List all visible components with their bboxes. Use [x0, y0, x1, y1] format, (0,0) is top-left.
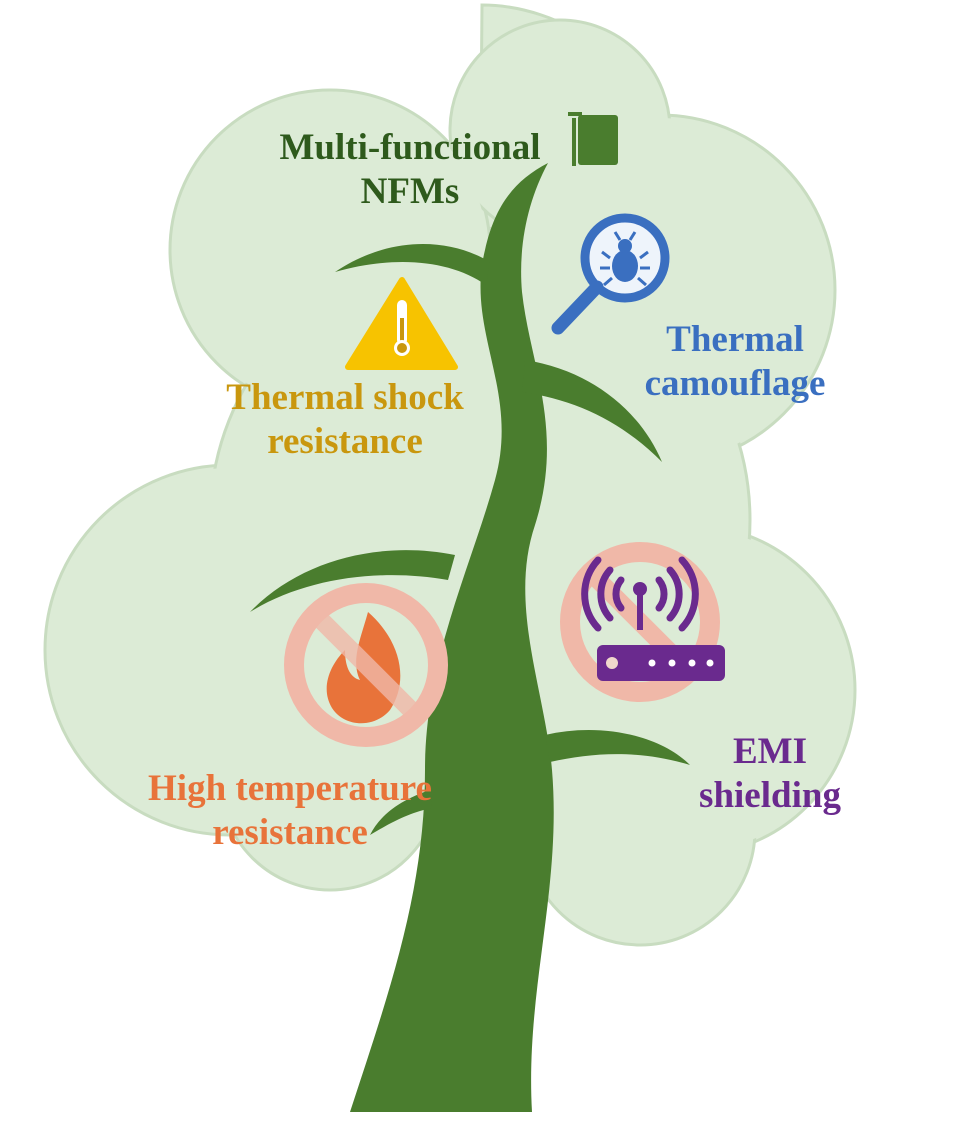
no-wifi-router-icon [560, 542, 725, 702]
branch-upper-left [335, 244, 490, 285]
branch-upper-right [522, 360, 662, 462]
title-line1: Multi-functional [279, 127, 541, 168]
camouflage-line1: Thermal [666, 319, 804, 360]
high-temp-line2: resistance [212, 812, 368, 853]
thermal-shock-line1: Thermal shock [226, 377, 464, 418]
emi-shielding-label: EMI shielding [680, 730, 860, 818]
high-temperature-label: High temperature resistance [120, 767, 460, 855]
thermal-shock-line2: resistance [267, 421, 423, 462]
emi-line1: EMI [733, 731, 807, 772]
thermal-camouflage-label: Thermal camouflage [620, 318, 850, 406]
camouflage-line2: camouflage [644, 363, 826, 404]
branch-mid-left [250, 550, 455, 612]
magnifier-bug-icon [551, 213, 670, 335]
document-icon [568, 112, 618, 166]
high-temp-line1: High temperature [148, 768, 432, 809]
no-fire-icon [284, 583, 448, 747]
emi-line2: shielding [699, 775, 841, 816]
warning-thermometer-icon [345, 277, 458, 370]
branch-low-right [545, 729, 690, 765]
tree-trunk [250, 163, 690, 1112]
title-line2: NFMs [360, 171, 460, 212]
title-label: Multi-functional NFMs [250, 126, 570, 214]
thermal-shock-label: Thermal shock resistance [200, 376, 490, 464]
branch-low-left [370, 790, 432, 835]
